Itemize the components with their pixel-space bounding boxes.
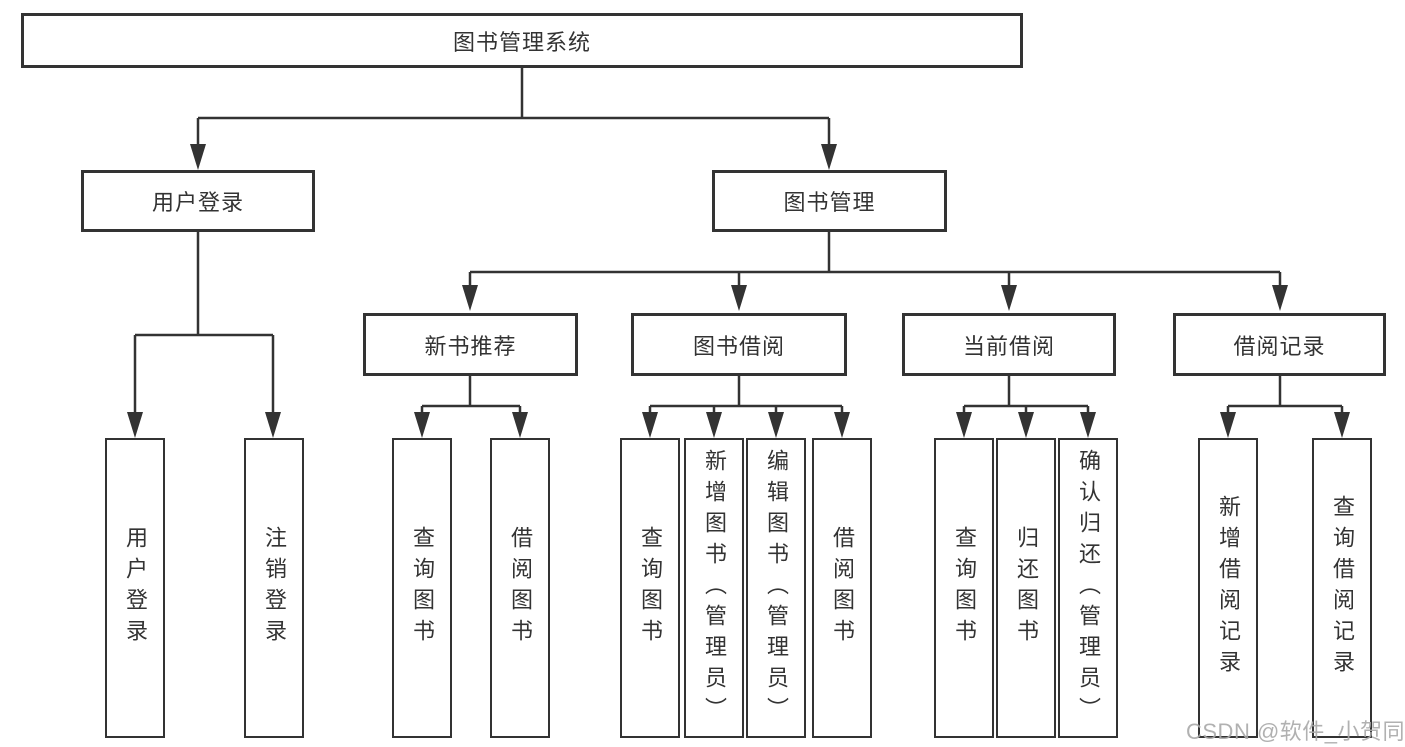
leaf-add-borrow-record-label: 新增借阅记录 [1216,495,1241,681]
tree-edges [133,68,1344,414]
leaf-edit-book-admin-label: 编辑图书（管理员） [764,448,789,728]
leaf-query-books-current: 查询图书 [934,438,994,738]
leaf-query-books-recommend-label: 查询图书 [410,526,435,650]
node-current-borrowing-label: 当前借阅 [962,333,1055,359]
leaf-borrow-books-recommend-label: 借阅图书 [508,526,533,650]
node-root: 图书管理系统 [21,13,1023,68]
leaf-user-login: 用户登录 [105,438,165,738]
node-borrow-records-label: 借阅记录 [1233,333,1326,359]
node-current-borrowing: 当前借阅 [902,313,1116,376]
leaf-edit-book-admin: 编辑图书（管理员） [746,438,806,738]
leaf-add-borrow-record: 新增借阅记录 [1198,438,1258,738]
leaf-return-book-label: 归还图书 [1014,526,1039,650]
leaf-query-books-borrowing-label: 查询图书 [638,526,663,650]
leaf-borrow-books-borrowing: 借阅图书 [812,438,872,738]
node-new-book-recommend: 新书推荐 [363,313,578,376]
leaf-query-books-recommend: 查询图书 [392,438,452,738]
leaf-logout-label: 注销登录 [262,526,287,650]
watermark-text: CSDN @软件_小贺同学 [1186,719,1405,744]
leaf-confirm-return-admin: 确认归还（管理员） [1058,438,1118,738]
leaf-query-borrow-record-label: 查询借阅记录 [1330,495,1355,681]
leaf-query-borrow-record: 查询借阅记录 [1312,438,1372,738]
leaf-borrow-books-borrowing-label: 借阅图书 [830,526,855,650]
node-user-login-label: 用户登录 [151,190,244,215]
node-book-borrowing-label: 图书借阅 [692,333,785,359]
leaf-logout: 注销登录 [244,438,304,738]
node-book-management: 图书管理 [712,170,947,232]
leaf-query-books-borrowing: 查询图书 [620,438,680,738]
leaf-return-book: 归还图书 [996,438,1056,738]
leaf-query-books-current-label: 查询图书 [952,526,977,650]
node-user-login: 用户登录 [81,170,315,232]
leaf-borrow-books-recommend: 借阅图书 [490,438,550,738]
node-book-borrowing: 图书借阅 [631,313,847,376]
leaf-add-book-admin-label: 新增图书（管理员） [702,448,727,728]
node-borrow-records: 借阅记录 [1173,313,1386,376]
node-root-label: 图书管理系统 [452,29,591,55]
leaf-confirm-return-admin-label: 确认归还（管理员） [1076,448,1101,728]
node-book-management-label: 图书管理 [783,190,876,215]
leaf-add-book-admin: 新增图书（管理员） [684,438,744,738]
arrowheads [127,144,1350,438]
leaf-user-login-label: 用户登录 [123,526,148,650]
node-new-book-recommend-label: 新书推荐 [424,333,517,359]
